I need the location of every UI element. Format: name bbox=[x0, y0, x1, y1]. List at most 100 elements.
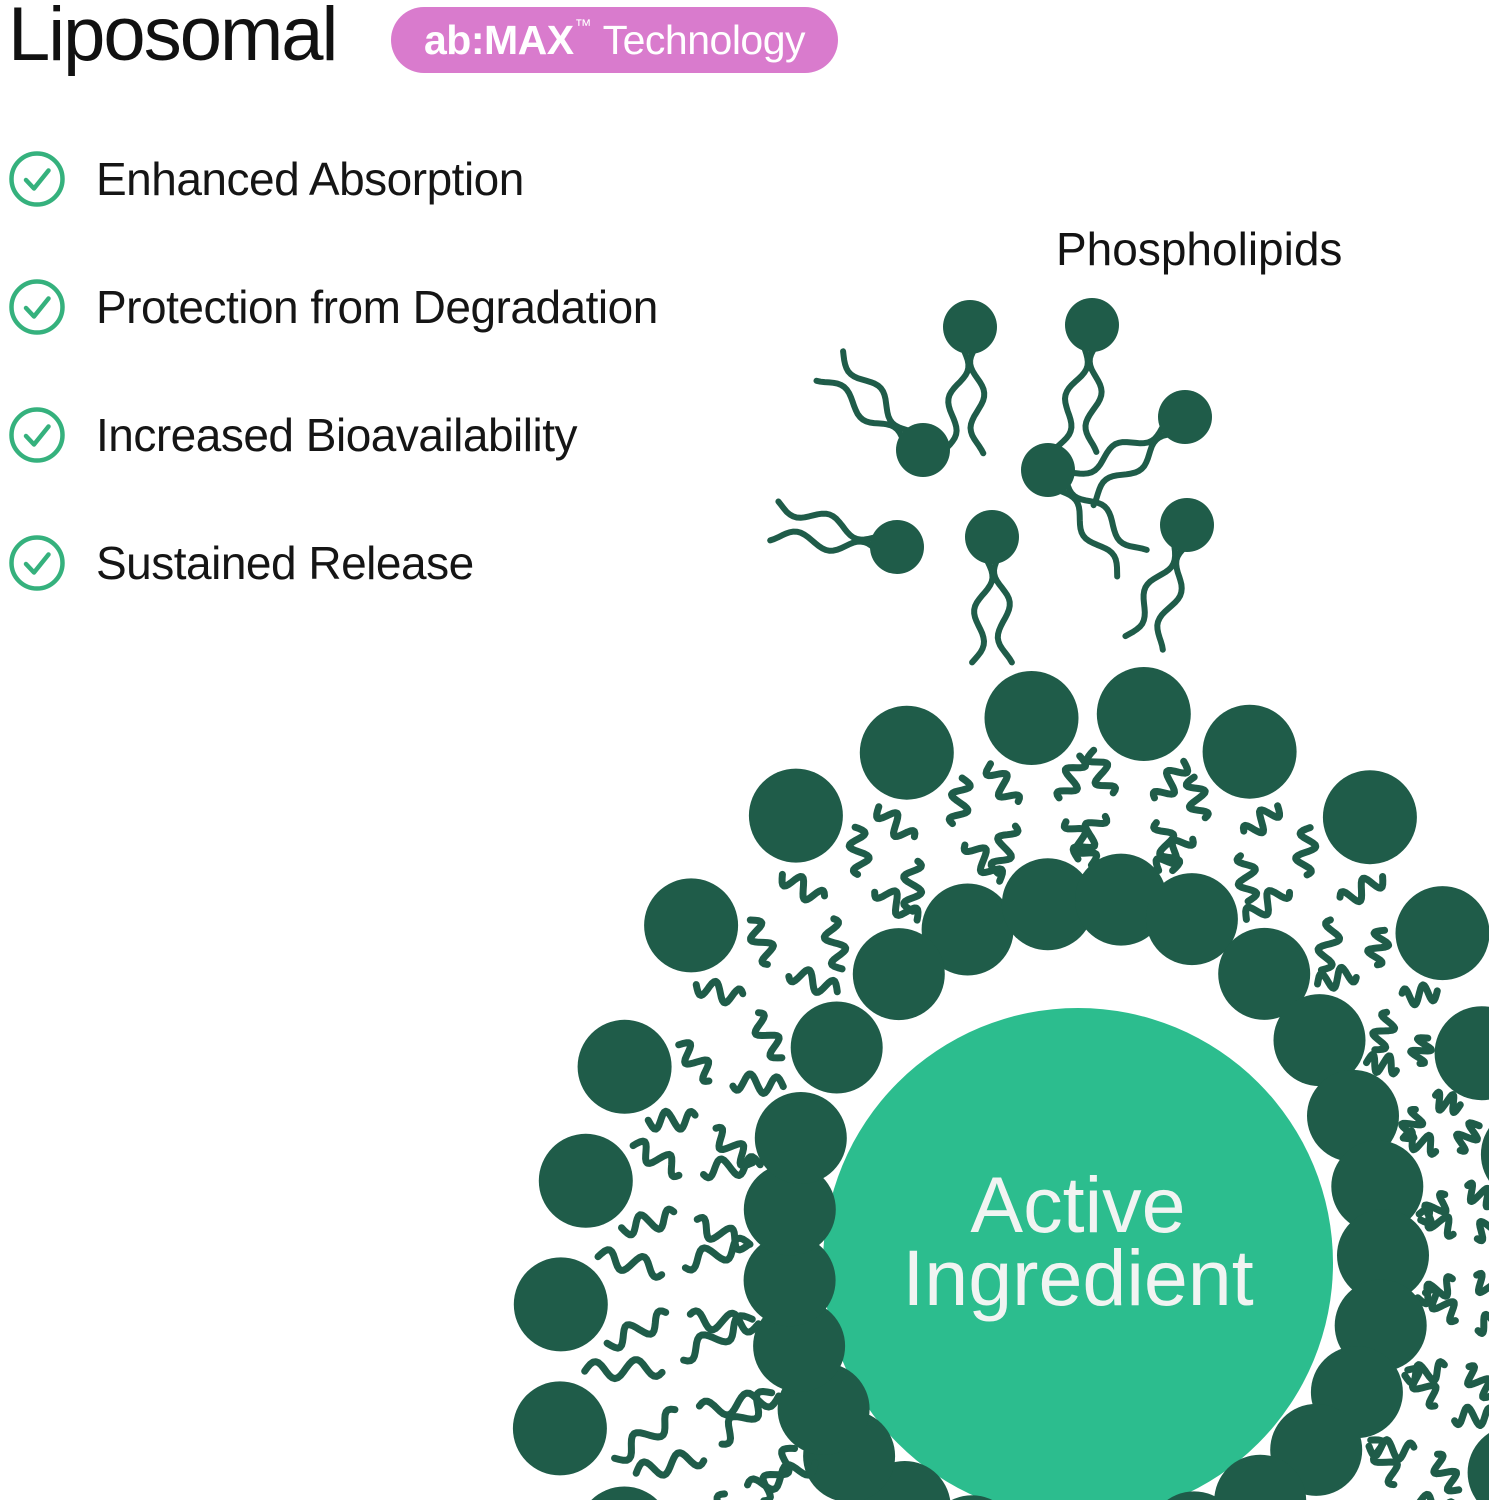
phospholipid-head bbox=[1337, 1209, 1429, 1302]
phospholipid-pair bbox=[951, 1495, 993, 1500]
checkmark-circle-icon bbox=[8, 406, 66, 464]
phospholipid-pair bbox=[538, 1133, 836, 1256]
phospholipid-head bbox=[1001, 858, 1094, 951]
phospholipid-tail bbox=[744, 1459, 819, 1493]
phospholipid-tail bbox=[1430, 1450, 1463, 1495]
phospholipid-head bbox=[1273, 994, 1366, 1087]
phospholipid-head bbox=[896, 423, 950, 477]
phospholipid-tail bbox=[845, 823, 873, 878]
phospholipid-head bbox=[591, 1486, 658, 1500]
phospholipid-head bbox=[1395, 886, 1489, 981]
free-phospholipid-icon bbox=[1122, 498, 1214, 653]
phospholipid-tail bbox=[1314, 963, 1360, 992]
phospholipid-tail bbox=[1473, 1218, 1489, 1245]
phospholipid-head bbox=[1214, 1454, 1307, 1500]
phospholipid-tail bbox=[1464, 1362, 1489, 1402]
phospholipid-tail bbox=[675, 1039, 713, 1085]
benefits-checklist: Enhanced Absorption Protection from Degr… bbox=[8, 150, 658, 662]
phospholipid-head bbox=[748, 768, 843, 863]
phospholipid-tail bbox=[1292, 824, 1320, 879]
phospholipid-tail bbox=[603, 1307, 670, 1352]
phospholipid-tail bbox=[945, 774, 974, 828]
phospholipid-pair bbox=[1307, 1006, 1489, 1162]
phospholipid-tail bbox=[1083, 746, 1119, 797]
phospholipid-head bbox=[538, 1133, 633, 1228]
phospholipid-tail bbox=[686, 1307, 762, 1336]
active-ingredient-line2: Ingredient bbox=[902, 1233, 1254, 1322]
phospholipid-tail bbox=[1149, 757, 1192, 802]
phospholipid-head bbox=[1065, 298, 1119, 352]
phospholipid-tail bbox=[1363, 1050, 1400, 1078]
phospholipid-tail bbox=[1421, 1285, 1459, 1326]
phospholipid-head bbox=[1167, 1491, 1221, 1500]
phospholipid-tail bbox=[713, 1490, 728, 1500]
badge-brand-text: ab:MAX bbox=[424, 16, 574, 63]
phospholipid-head bbox=[1480, 1128, 1489, 1181]
checklist-item: Increased Bioavailability bbox=[8, 406, 658, 464]
phospholipid-head bbox=[965, 510, 1019, 564]
phospholipid-pair bbox=[1069, 667, 1192, 946]
checkmark-circle-icon bbox=[8, 534, 66, 592]
phospholipid-tail bbox=[1474, 1310, 1489, 1337]
phospholipid-tail bbox=[1415, 1204, 1457, 1240]
checklist-item-label: Protection from Degradation bbox=[96, 281, 658, 333]
checklist-item: Protection from Degradation bbox=[8, 278, 658, 336]
free-phospholipid-icon bbox=[1054, 298, 1119, 455]
checklist-item: Enhanced Absorption bbox=[8, 150, 658, 208]
phospholipid-tail bbox=[692, 977, 747, 1007]
phospholipid-tail bbox=[695, 1389, 783, 1419]
phospholipid-head bbox=[1218, 927, 1311, 1020]
phospholipid-tail bbox=[1432, 1088, 1464, 1116]
phospholipid-head bbox=[1160, 498, 1214, 552]
phospholipid-pair bbox=[859, 705, 1014, 976]
phospholipid-tail bbox=[1233, 852, 1261, 905]
phospholipid-tail bbox=[1053, 752, 1090, 802]
phospholipid-tail bbox=[1451, 1403, 1489, 1429]
phospholipid-tail bbox=[813, 377, 907, 444]
phospholipid-tail bbox=[900, 857, 926, 915]
phospholipid-head bbox=[921, 883, 1014, 976]
checkmark-circle-icon bbox=[8, 150, 66, 208]
phospholipid-head bbox=[951, 1495, 993, 1500]
phospholipid-head bbox=[743, 1234, 836, 1327]
phospholipid-tail bbox=[960, 841, 1006, 885]
phospholipids-label: Phospholipids bbox=[1056, 223, 1343, 275]
phospholipid-tail bbox=[581, 1356, 666, 1383]
phospholipid-tail bbox=[873, 803, 919, 841]
phospholipid-tail bbox=[1239, 802, 1283, 837]
phospholipid-head bbox=[754, 1092, 847, 1184]
phospholipid-head bbox=[1021, 443, 1075, 497]
phospholipid-tail bbox=[629, 1137, 683, 1181]
phospholipid-tail bbox=[1069, 812, 1111, 863]
phospholipid-tail bbox=[1182, 773, 1212, 822]
phospholipid-tail bbox=[1398, 981, 1441, 1009]
phospholipid-head bbox=[1467, 1433, 1489, 1500]
phospholipid-tail bbox=[632, 1449, 708, 1479]
phospholipid-head bbox=[859, 705, 954, 800]
phospholipid-tail bbox=[1364, 926, 1393, 969]
phospholipid-head bbox=[1331, 1140, 1424, 1233]
phospholipid-tail bbox=[751, 1009, 786, 1062]
phospholipid-head bbox=[577, 1019, 672, 1114]
phospholipid-head bbox=[1307, 1069, 1399, 1162]
phospholipid-tail bbox=[1453, 1119, 1483, 1155]
phospholipid-tail bbox=[644, 1107, 699, 1133]
free-phospholipid-icon bbox=[1067, 390, 1212, 509]
phospholipid-pair bbox=[1167, 1491, 1221, 1500]
phospholipid-tail bbox=[1067, 421, 1168, 477]
phospholipid-tail bbox=[967, 345, 988, 457]
free-phospholipid-icon bbox=[1021, 443, 1150, 580]
phospholipid-tail bbox=[969, 555, 996, 666]
phospholipid-pair bbox=[577, 1019, 847, 1184]
phospholipid-tail bbox=[1407, 1034, 1435, 1067]
phospholipid-tail bbox=[693, 1214, 753, 1254]
phospholipid-tail bbox=[1122, 539, 1179, 640]
phospholipid-head bbox=[1096, 667, 1191, 761]
phospholipid-head bbox=[870, 520, 924, 574]
checklist-item: Sustained Release bbox=[8, 534, 658, 592]
active-ingredient-label: Active Ingredient bbox=[902, 1165, 1254, 1322]
checklist-item-label: Enhanced Absorption bbox=[96, 153, 524, 205]
free-phospholipid-icon bbox=[813, 348, 950, 477]
